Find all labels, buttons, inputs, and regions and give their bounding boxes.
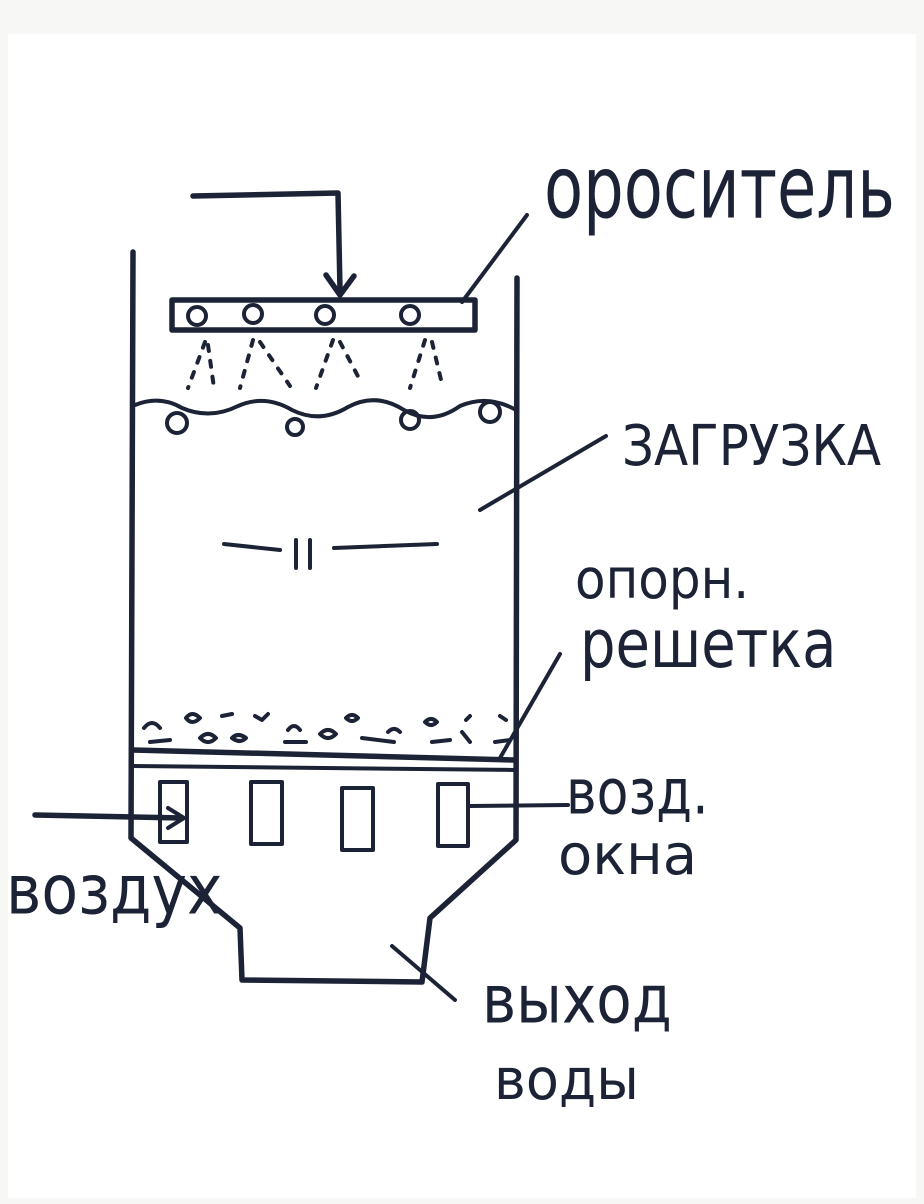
sprinkler-leader [460,213,529,304]
feed-arrow-head [323,272,357,298]
packing-element [285,417,305,437]
label-support-grid-1: опорн. [575,547,750,612]
label-water-outlet-2: воды [494,1046,639,1113]
spray [238,338,255,390]
spray [408,338,427,390]
packing-bottom-scatter [142,712,512,744]
packing-element [399,409,421,431]
sprinkler-nozzle [399,304,421,326]
continuation-mark [222,538,439,570]
sprinkler-nozzle [314,304,336,326]
spray [338,340,364,386]
windows-leader [468,803,570,808]
packing-top [133,398,518,419]
left-wall [128,249,520,985]
label-support-grid-2: решетка [580,606,837,684]
packing-leader [478,434,608,512]
air-inlet-arrow-head [166,806,186,830]
label-sprinkler: ороситель [544,139,895,240]
air-inlet-arrow [32,812,185,821]
packing-element [165,411,189,435]
air-window [158,780,189,844]
spray [186,340,207,390]
spray [430,340,444,386]
outlet-leader [390,944,457,1002]
label-air-windows-2: окна [558,823,698,888]
air-window [249,780,284,846]
air-window [436,782,470,848]
paper [8,34,916,1198]
sprinkler-bar [169,297,478,333]
sprinkler-nozzle [242,303,264,325]
label-air-windows-1: возд. [566,757,709,830]
label-air-inlet: воздух [6,850,223,931]
packing-element [478,400,502,424]
sprinkler-nozzle [186,305,208,327]
spray [206,343,216,390]
label-water-outlet-1: выход [482,960,672,1039]
spray [258,340,292,388]
spray [314,338,335,390]
air-window [340,786,375,852]
support-grid [130,747,518,763]
support-grid-under [131,764,517,772]
label-packing: ЗАГРУЗКА [622,413,882,479]
feed-pipe [190,190,343,293]
grid-leader [498,652,562,760]
